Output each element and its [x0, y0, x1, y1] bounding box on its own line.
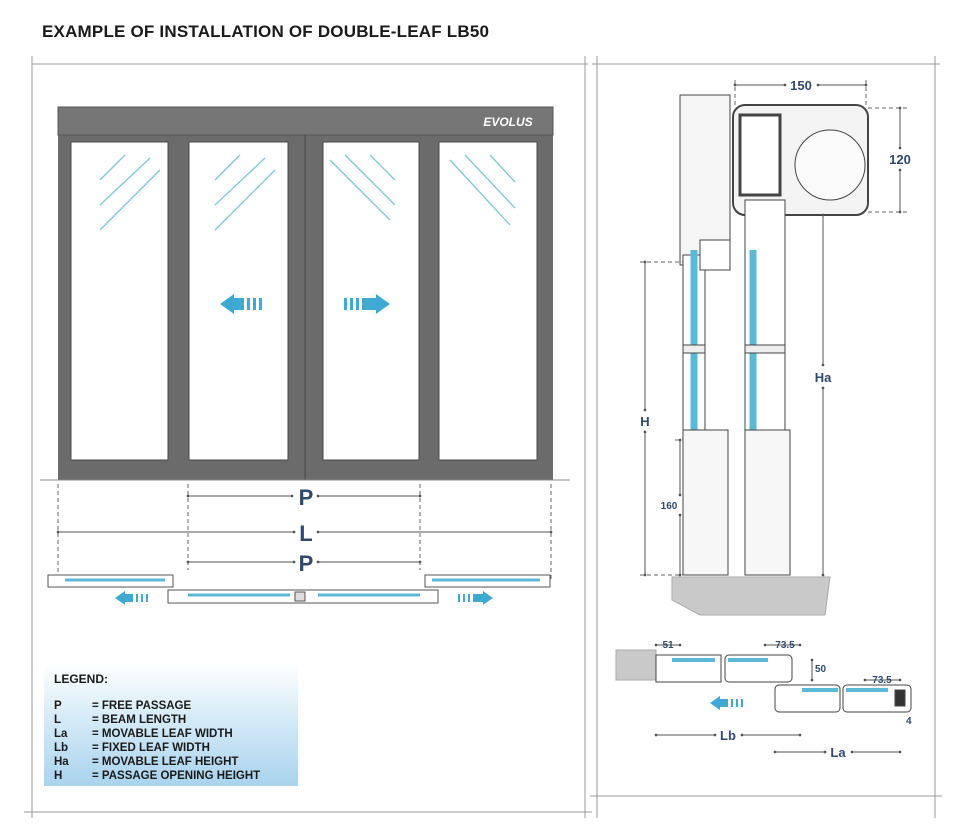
dim-h: H: [640, 414, 649, 429]
left-panel-border: [24, 56, 592, 818]
legend-item: La= MOVABLE LEAF WIDTH: [54, 728, 233, 740]
dim-la: La: [830, 745, 846, 760]
dim-lb: Lb: [720, 728, 736, 743]
brand-logo: EVOLUS: [483, 115, 532, 129]
dim-l: L: [299, 521, 312, 546]
arrow-left-icon: [220, 294, 262, 314]
legend-item: L= BEAM LENGTH: [54, 714, 187, 726]
dim-73-5-left: 73.5: [775, 640, 795, 651]
horizontal-plan-detail: [615, 649, 912, 713]
dim-51: 51: [662, 640, 674, 651]
legend-item: Lb= FIXED LEAF WIDTH: [54, 742, 210, 754]
vertical-section-view: [671, 94, 869, 616]
legend-box: LEGEND: P= FREE PASSAGE L= BEAM LENGTH L…: [44, 662, 298, 786]
plan-view: [47, 574, 551, 604]
dim-120: 120: [889, 152, 911, 167]
dim-4: 4: [906, 716, 912, 727]
dim-ha: Ha: [815, 370, 832, 385]
arrow-right-icon: [344, 294, 390, 314]
dim-150: 150: [790, 78, 812, 93]
detail-arrow-left-icon: [710, 696, 743, 710]
legend-item: H= PASSAGE OPENING HEIGHT: [54, 770, 261, 782]
glass-panel-1: [70, 141, 169, 461]
dim-73-5-right: 73.5: [872, 675, 892, 686]
legend-heading: LEGEND:: [54, 672, 108, 686]
glass-panel-4: [438, 141, 538, 461]
dim-50: 50: [815, 664, 827, 675]
diagram-title: EXAMPLE OF INSTALLATION OF DOUBLE-LEAF L…: [42, 22, 490, 41]
plan-arrow-right-icon: [458, 591, 493, 605]
legend-item: P= FREE PASSAGE: [54, 700, 192, 712]
right-panel-border: [590, 56, 942, 818]
legend-item: Ha= MOVABLE LEAF HEIGHT: [54, 756, 239, 768]
plan-arrow-left-icon: [115, 591, 148, 605]
dim-p-top: P: [299, 485, 314, 510]
dim-160: 160: [661, 501, 678, 512]
dim-p-plan: P: [299, 551, 314, 576]
door-front-elevation: EVOLUS: [57, 106, 554, 480]
